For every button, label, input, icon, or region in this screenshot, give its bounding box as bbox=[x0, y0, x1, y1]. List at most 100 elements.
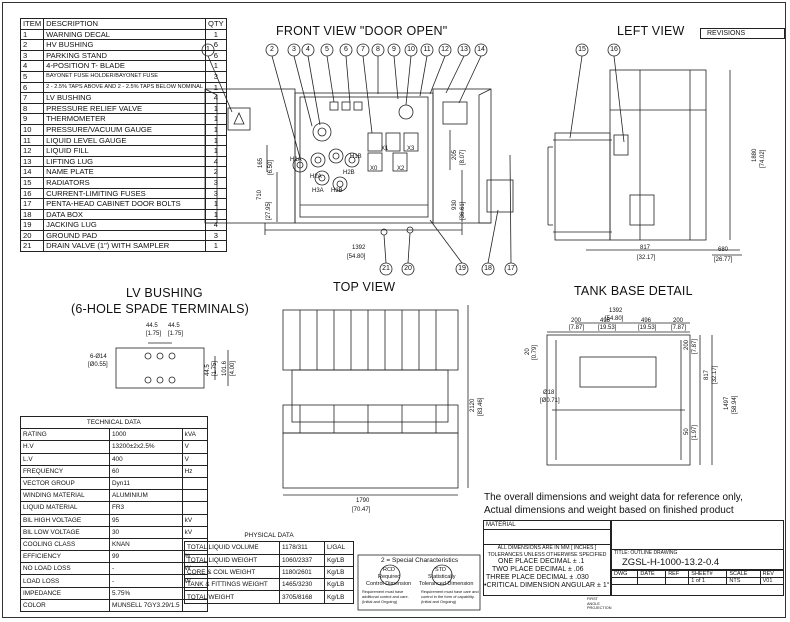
tech-unit: kV bbox=[181, 513, 208, 527]
callout-number: 16 bbox=[610, 45, 618, 53]
lv-dim-1: 44.5 bbox=[146, 323, 158, 329]
tech-param: IMPEDANCE bbox=[20, 586, 110, 600]
revisions-label: REVISIONS bbox=[707, 30, 746, 37]
std-label: STD bbox=[435, 567, 446, 573]
tank-dim-a-in: [7.87] bbox=[569, 325, 585, 331]
rcd-label-3: Control Dimension bbox=[366, 581, 412, 587]
front-callouts bbox=[201, 43, 518, 276]
front-view bbox=[204, 88, 514, 236]
left-dim-817: 817 bbox=[640, 245, 651, 251]
callout-number: 15 bbox=[578, 45, 586, 53]
lv-dim-3: 44.5 bbox=[205, 364, 211, 376]
tech-unit: V bbox=[181, 440, 208, 454]
lv-dim-2: 44.5 bbox=[168, 323, 180, 329]
top-tank bbox=[291, 369, 449, 423]
front-dim-width: 1392 bbox=[352, 245, 366, 251]
tank-dim-total-in: [54.80] bbox=[605, 316, 624, 322]
rev-label: REV bbox=[759, 570, 783, 578]
top-cabinet bbox=[282, 432, 459, 489]
tech-value: 30 bbox=[109, 525, 183, 539]
tech-value: MUNSELL 7GY3.29/1.5 bbox=[109, 598, 183, 613]
reference-note: The overall dimensions and weight data f… bbox=[484, 491, 743, 517]
callout-number: 3 bbox=[292, 45, 296, 53]
front-dim-width-in: [54.80] bbox=[347, 254, 366, 260]
lv-bushing-plate bbox=[115, 347, 205, 389]
special-characteristics-box bbox=[357, 554, 481, 611]
note-line-1: The overall dimensions and weight data f… bbox=[484, 492, 743, 503]
std-label-2: Statistically bbox=[428, 574, 456, 580]
tank-dim-h1497: 1497 bbox=[724, 396, 730, 410]
warning-decal bbox=[227, 107, 251, 131]
pressure-gauge bbox=[398, 104, 414, 120]
tech-param: LOAD LOSS bbox=[20, 574, 110, 588]
label-h3a: H3A bbox=[312, 188, 324, 194]
phys-value: 1465/3230 bbox=[279, 578, 325, 592]
callout-number: 21 bbox=[382, 264, 390, 272]
tech-value: 60 bbox=[109, 464, 183, 478]
phys-unit: Kg/LB bbox=[324, 553, 354, 567]
top-dim-1790: 1790 bbox=[356, 498, 370, 504]
lv-bushing-subtitle: (6-HOLE SPADE TERMINALS) bbox=[71, 302, 249, 316]
label-h3b: H3B bbox=[331, 188, 343, 194]
front-view-title: FRONT VIEW "DOOR OPEN" bbox=[276, 24, 448, 38]
front-dim-930: 930 bbox=[452, 199, 458, 210]
tolerance-block: MATERIAL ALL DIMENSIONS ARE IN MM [ INCH… bbox=[483, 520, 611, 596]
tech-param: FREQUENCY bbox=[20, 464, 110, 478]
top-radiators-upper bbox=[282, 309, 459, 371]
tank-dim-h1497-in: [58.94] bbox=[732, 395, 738, 414]
tech-value: - bbox=[109, 562, 183, 576]
label-h2b: H2B bbox=[343, 170, 355, 176]
tech-param: COOLING CLASS bbox=[20, 537, 110, 552]
tech-param: BIL HIGH VOLTAGE bbox=[20, 513, 110, 527]
bom-header-qty: QTY bbox=[205, 18, 227, 30]
tech-param: WINDING MATERIAL bbox=[20, 489, 110, 503]
tank-dim-h200-in: [7.87] bbox=[692, 338, 698, 354]
tech-value: 5.75% bbox=[109, 586, 183, 600]
one-place: ONE PLACE DECIMAL ± .1 bbox=[498, 558, 585, 565]
tech-param: NO LOAD LOSS bbox=[20, 562, 110, 576]
left-dim-680-in: [26.77] bbox=[714, 257, 733, 263]
rcd-label-2: Required bbox=[378, 574, 401, 580]
lv-holes: 6-Ø14 bbox=[90, 354, 107, 360]
top-view-title: TOP VIEW bbox=[333, 280, 396, 294]
label-x2: X2 bbox=[397, 166, 405, 172]
callout-number: 2 bbox=[270, 45, 274, 53]
dims-note-2: TOLERANCES UNLESS OTHERWISE SPECIFIED bbox=[487, 551, 607, 558]
ref-label: REF bbox=[665, 570, 690, 578]
technical-data-title: TECHNICAL DATA bbox=[20, 415, 208, 430]
std-label-3: Toleranced Dimension bbox=[419, 581, 474, 587]
left-tank bbox=[609, 69, 707, 241]
lv-dim-1-in: [1.75] bbox=[146, 331, 162, 337]
lv-bushing-detail bbox=[115, 342, 229, 389]
callout-number: 18 bbox=[484, 264, 492, 272]
sheet-label: SHEET# bbox=[688, 570, 728, 578]
tech-param: EFFICIENCY bbox=[20, 550, 110, 564]
top-dim-2120-in: [83.46] bbox=[478, 397, 484, 416]
rcd-label: RCD bbox=[383, 567, 395, 573]
drawing-number: ZGSL-H-1000-13.2-0.4 bbox=[612, 556, 783, 570]
tank-dim-b-in: [19.53] bbox=[598, 325, 617, 331]
lv-dim-4: 101.6 bbox=[222, 360, 228, 376]
phys-unit: Kg/LB bbox=[324, 565, 354, 580]
callout-number: 12 bbox=[441, 45, 449, 53]
technical-row: LOAD LOSS-W bbox=[20, 574, 208, 588]
front-dim-930-in: [36.61] bbox=[460, 201, 466, 220]
scale-value: NTS bbox=[726, 577, 761, 585]
left-view-title: LEFT VIEW bbox=[617, 24, 685, 38]
label-h1b: H1B bbox=[350, 154, 362, 160]
tech-param: COLOR bbox=[20, 598, 110, 613]
callout-number: 7 bbox=[361, 45, 365, 53]
std-note: Requirement must have care and control i… bbox=[421, 589, 479, 604]
lv-bushing-title: LV BUSHING bbox=[126, 286, 203, 300]
lv-holes-in: [Ø0.55] bbox=[88, 362, 108, 368]
